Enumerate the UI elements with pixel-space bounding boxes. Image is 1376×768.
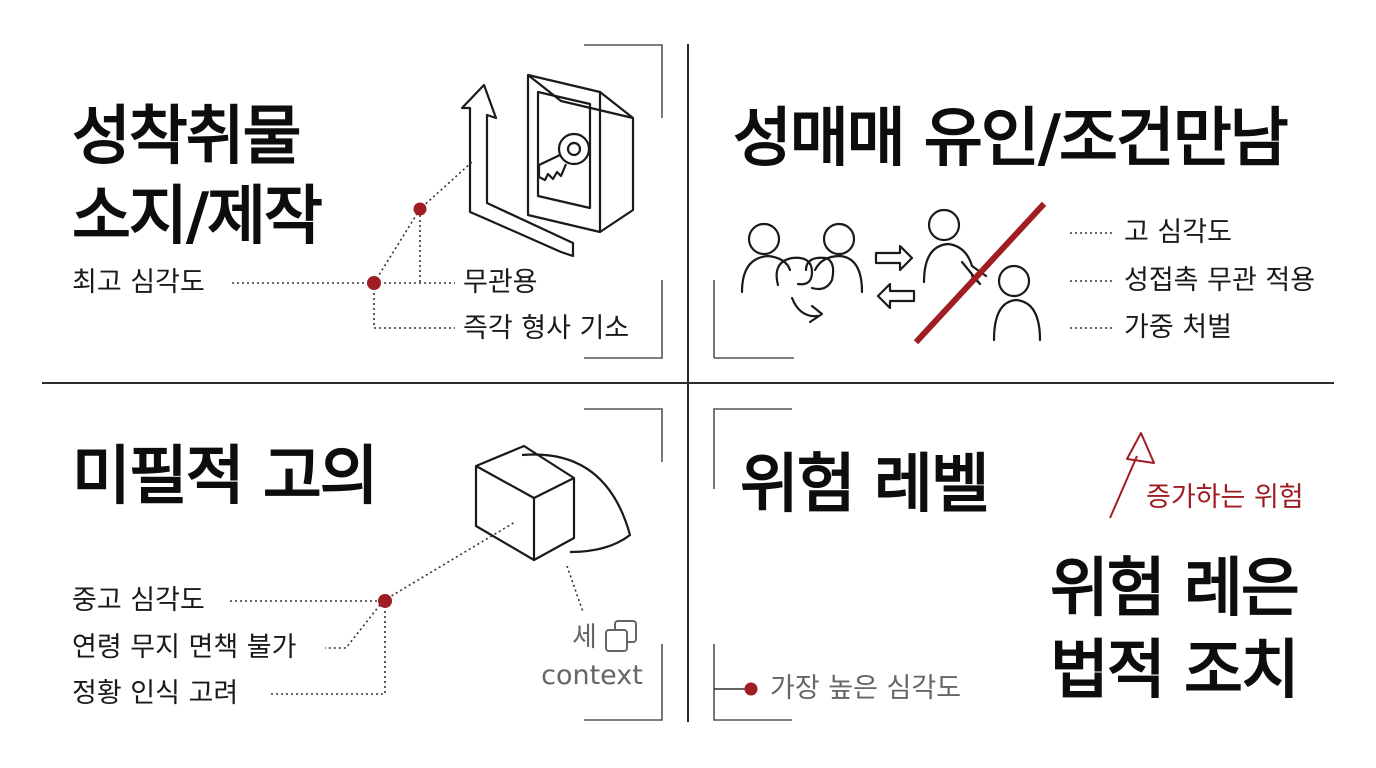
box-icon xyxy=(474,444,576,562)
q2-point-3: 가중 처벌 xyxy=(1124,312,1232,343)
q4-rising-label: 증가하는 위험 xyxy=(1146,482,1304,513)
q4-bottom-node xyxy=(744,682,758,696)
safe-box-icon xyxy=(526,73,635,234)
q3-item-2: 연령 무지 면책 불가 xyxy=(72,632,297,663)
q3-item-1: 중고 심각도 xyxy=(72,585,205,616)
q1-connectors xyxy=(232,161,473,329)
frame-brackets xyxy=(584,44,794,721)
people-linking-icon xyxy=(740,222,864,324)
q3-item-3: 정황 인식 고려 xyxy=(72,678,239,709)
q1-branch-zero-tolerance: 무관용 xyxy=(463,267,538,298)
q3-title: 미필적 고의 xyxy=(72,440,379,514)
q1-severity-label: 최고 심각도 xyxy=(72,267,205,298)
rising-arrow-icon xyxy=(1109,432,1155,519)
q1-title-line2: 소지/제작 xyxy=(72,180,323,254)
copy-icon xyxy=(605,620,637,652)
q1-title-line1: 성착취물 xyxy=(72,100,302,174)
key-icon xyxy=(537,132,591,182)
q2-point-2: 성접촉 무관 적용 xyxy=(1124,265,1316,296)
q4-title: 위험 레벨 xyxy=(740,448,990,522)
q3-context-label: context xyxy=(541,660,643,691)
prohibition-slash-icon xyxy=(913,201,1047,345)
eye-icon xyxy=(521,453,632,554)
q3-connectors xyxy=(230,521,584,695)
q1-node-upper xyxy=(413,202,427,216)
q1-node-main xyxy=(367,276,381,290)
q4-headline-line1: 위험 레은 xyxy=(1050,552,1300,626)
q2-title: 성매매 유인/조건만남 xyxy=(733,102,1289,176)
exchange-arrows-icon xyxy=(874,244,916,310)
q3-node xyxy=(378,594,392,608)
q3-context-glyph: 세 xyxy=(572,622,597,653)
q2-point-1: 고 심각도 xyxy=(1124,217,1232,248)
q4-headline-line2: 법적 조치 xyxy=(1050,634,1300,708)
up-arrow-icon xyxy=(460,83,575,258)
q1-branch-prosecution: 즉각 형사 기소 xyxy=(463,313,630,344)
q4-highest-severity-label: 가장 높은 심각도 xyxy=(770,673,962,704)
person-approach-icon xyxy=(922,208,1042,342)
q2-leaders xyxy=(1070,232,1112,329)
